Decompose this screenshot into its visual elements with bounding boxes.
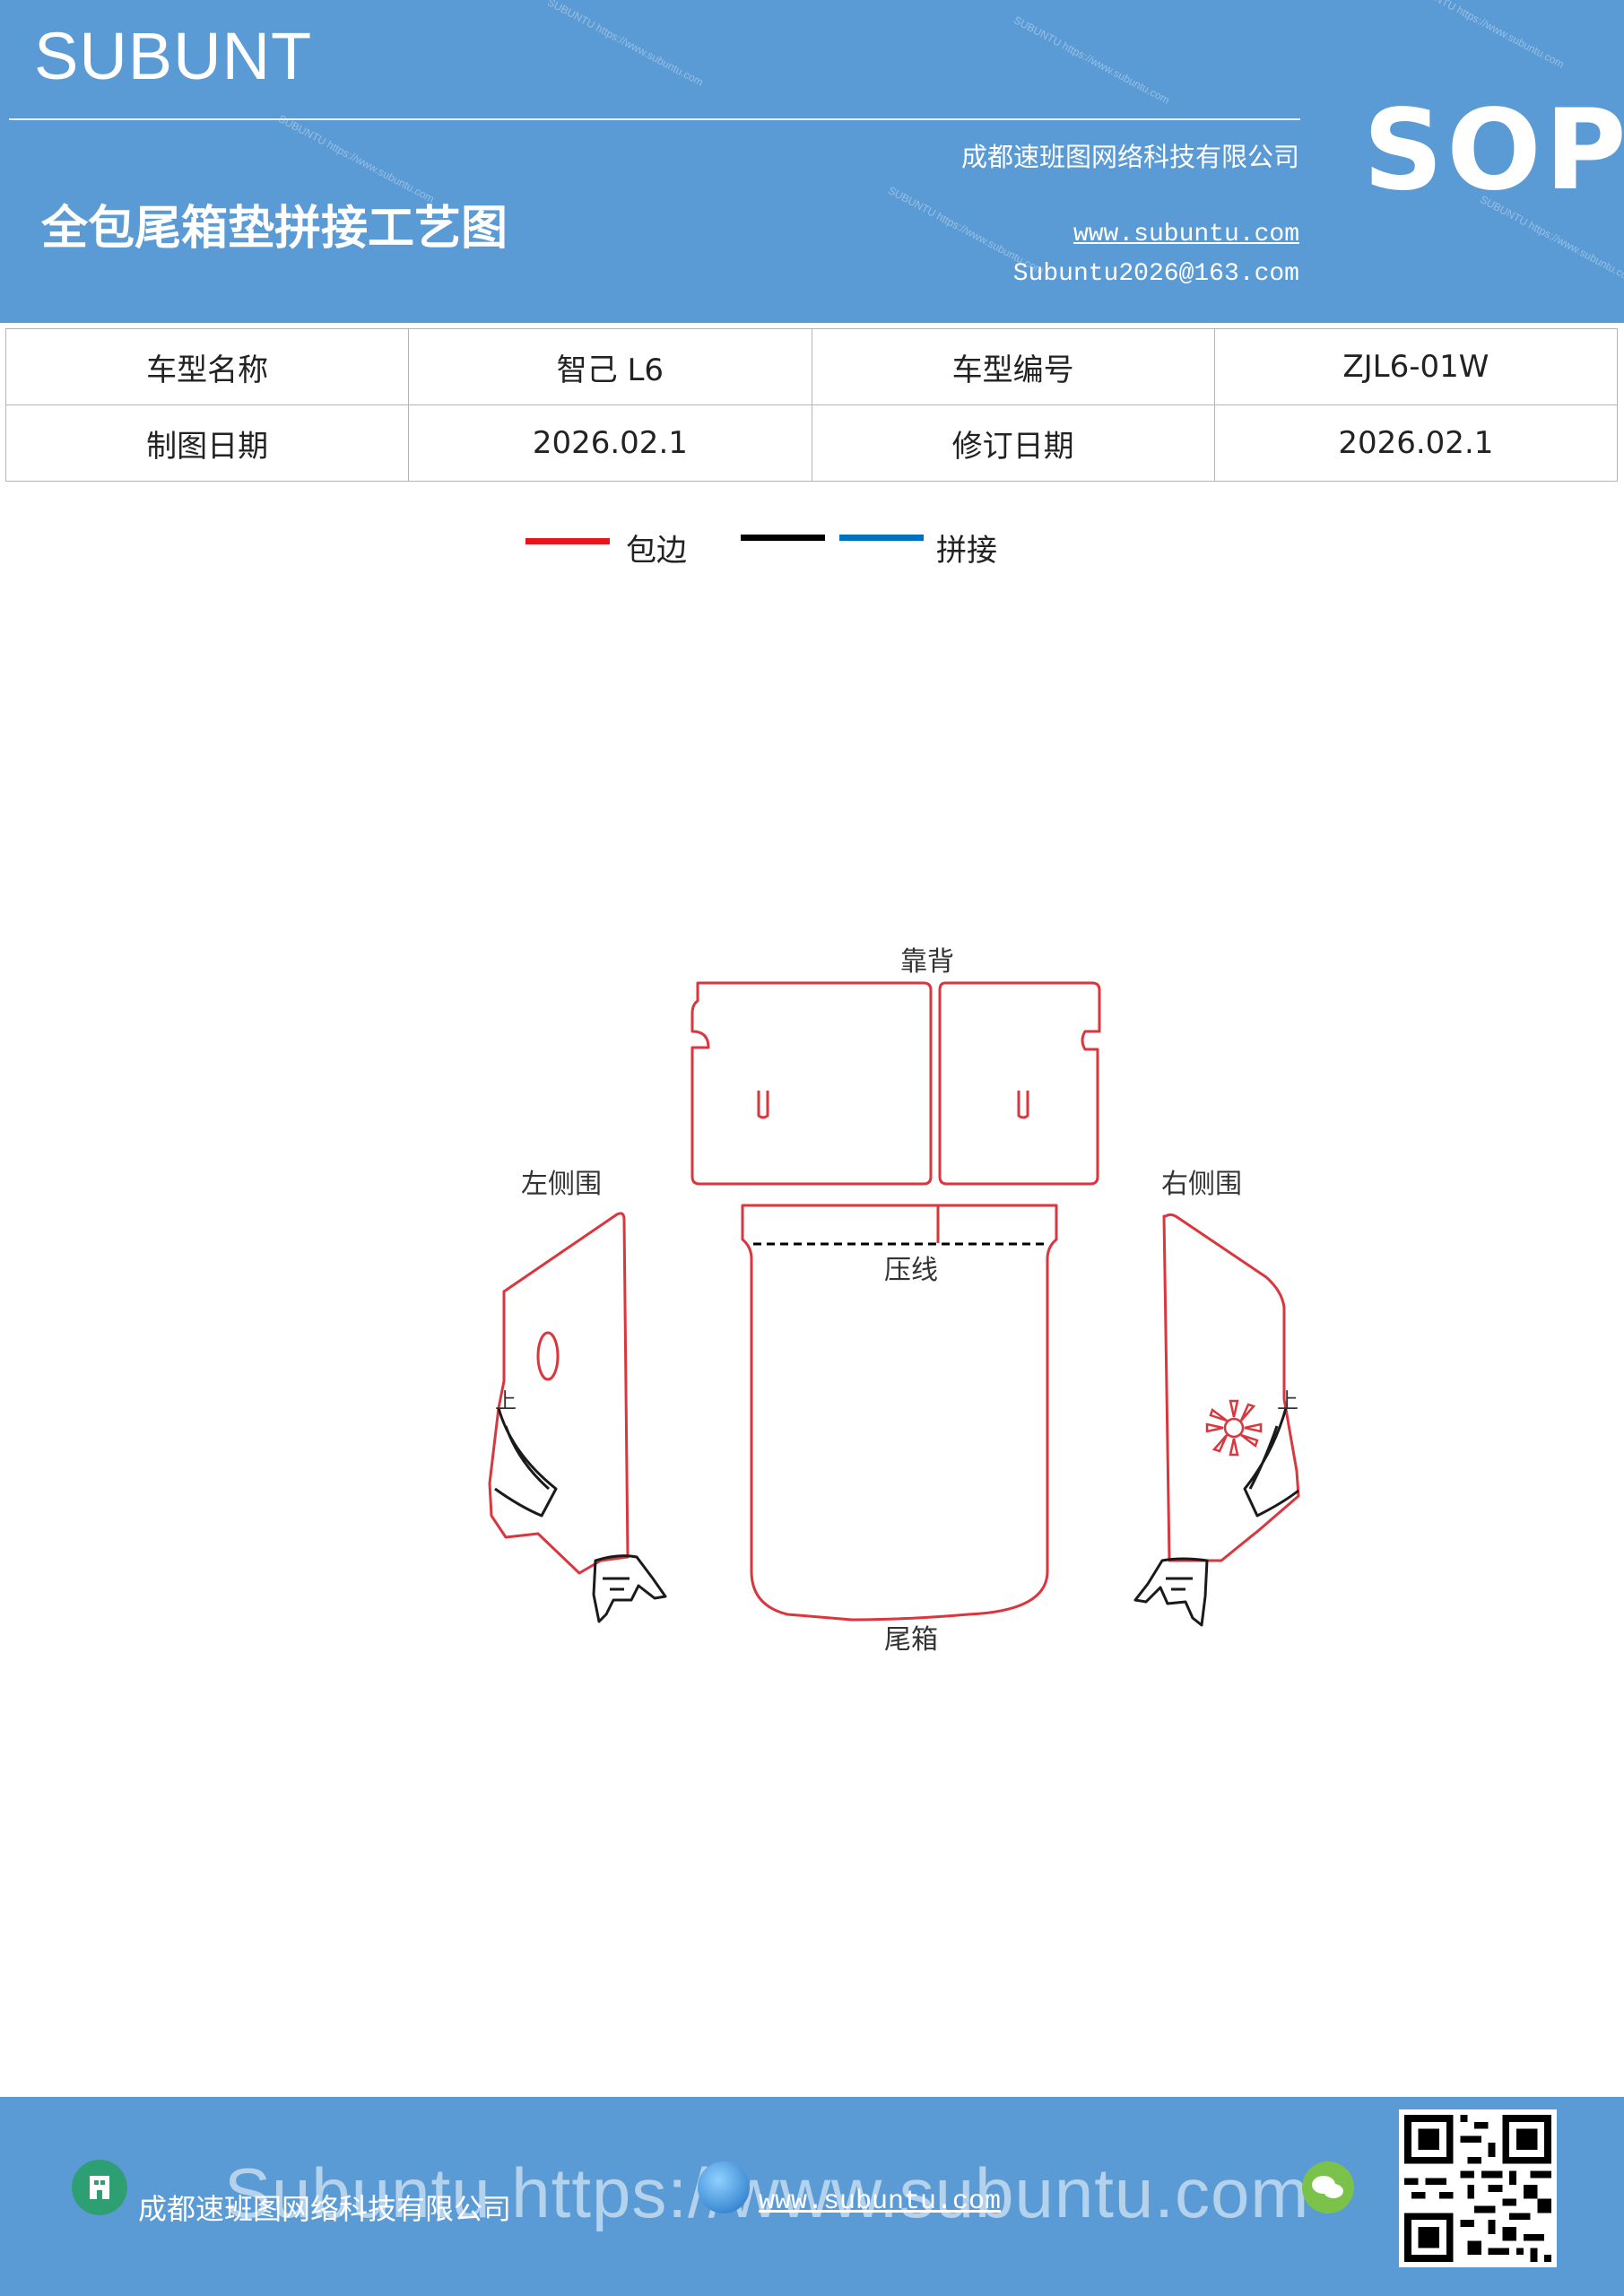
page-title: 全包尾箱垫拼接工艺图 xyxy=(41,202,508,256)
footer-company-name: 成都速班图网络科技有限公司 xyxy=(138,2192,512,2226)
legend-label-seam: 拼接 xyxy=(936,533,997,569)
right-side-panel xyxy=(1162,1213,1300,1562)
left-side-panel xyxy=(488,1212,630,1575)
draw-date-value: 2026.02.1 xyxy=(408,404,812,482)
website-link[interactable]: www.subuntu.com xyxy=(1073,221,1299,248)
backrest-right-panel xyxy=(938,981,1101,1186)
revision-date-value: 2026.02.1 xyxy=(1213,404,1619,482)
left-side-hole xyxy=(536,1331,560,1381)
model-name-value: 智己 L6 xyxy=(408,328,812,405)
qr-code-icon xyxy=(1399,2109,1557,2267)
header-banner: SUBUNTU https://www.subuntu.com SUBUNTU … xyxy=(0,0,1624,323)
company-name: 成都速班图网络科技有限公司 xyxy=(960,142,1299,172)
legend-swatch-seam xyxy=(839,535,924,541)
watermark: SUBUNTU https://www.subuntu.com xyxy=(1406,0,1567,71)
label-backrest: 靠背 xyxy=(900,946,954,978)
model-code-value: ZJL6-01W xyxy=(1213,328,1619,405)
vehicle-info-table: 车型名称 智己 L6 车型编号 ZJL6-01W 制图日期 2026.02.1 … xyxy=(4,328,1619,482)
left-seam-upper xyxy=(494,1407,558,1518)
contact-email[interactable]: Subuntu2026@163.com xyxy=(1012,260,1299,288)
label-right-side: 右侧围 xyxy=(1161,1169,1242,1200)
label-up-right: 上 xyxy=(1277,1388,1298,1413)
trunk-floor-panel xyxy=(741,1204,1058,1622)
footer-watermark: Subuntu https://www.subuntu.com xyxy=(224,2153,1310,2232)
model-name-label: 车型名称 xyxy=(4,328,410,405)
left-seam-lower xyxy=(592,1554,667,1623)
label-up-left: 上 xyxy=(495,1388,517,1413)
legend-label-edge: 包边 xyxy=(626,533,687,569)
label-trunk: 尾箱 xyxy=(884,1624,938,1656)
watermark: SUBUNTU https://www.subuntu.com xyxy=(1012,13,1172,107)
label-crease: 压线 xyxy=(884,1255,938,1286)
globe-icon xyxy=(698,2161,750,2213)
footer-banner: Subuntu https://www.subuntu.com 成都速班图网络科… xyxy=(0,2097,1624,2296)
wechat-icon xyxy=(1302,2161,1354,2213)
label-left-side: 左侧围 xyxy=(521,1169,602,1200)
model-code-label: 车型编号 xyxy=(811,328,1215,405)
table-row: 车型名称 智己 L6 车型编号 ZJL6-01W xyxy=(4,328,1619,405)
legend-swatch-black xyxy=(741,535,825,541)
header-divider xyxy=(9,118,1300,120)
footer-website-link[interactable]: www.subuntu.com xyxy=(759,2187,1002,2217)
draw-date-label: 制图日期 xyxy=(4,404,410,482)
legend-swatch-edge xyxy=(525,538,610,544)
right-seam-lower xyxy=(1133,1557,1209,1627)
right-seam-upper xyxy=(1243,1407,1299,1518)
backrest-left-panel xyxy=(690,981,933,1186)
trunk-mat-diagram: 靠背 左侧围 右侧围 压线 尾箱 上 上 xyxy=(488,946,1300,1656)
sop-badge: SOP xyxy=(1363,86,1624,215)
brand-logo-text: SUBUNT xyxy=(34,19,313,93)
watermark: SUBUNTU https://www.subuntu.com xyxy=(545,0,706,89)
revision-date-label: 修订日期 xyxy=(811,404,1215,482)
backrest-right-slot xyxy=(1017,1091,1029,1119)
building-icon xyxy=(72,2160,127,2215)
legend: 包边 拼接 xyxy=(0,520,1624,583)
right-side-vent-icon xyxy=(1205,1399,1263,1457)
table-row: 制图日期 2026.02.1 修订日期 2026.02.1 xyxy=(4,404,1619,482)
backrest-left-slot xyxy=(757,1091,769,1119)
